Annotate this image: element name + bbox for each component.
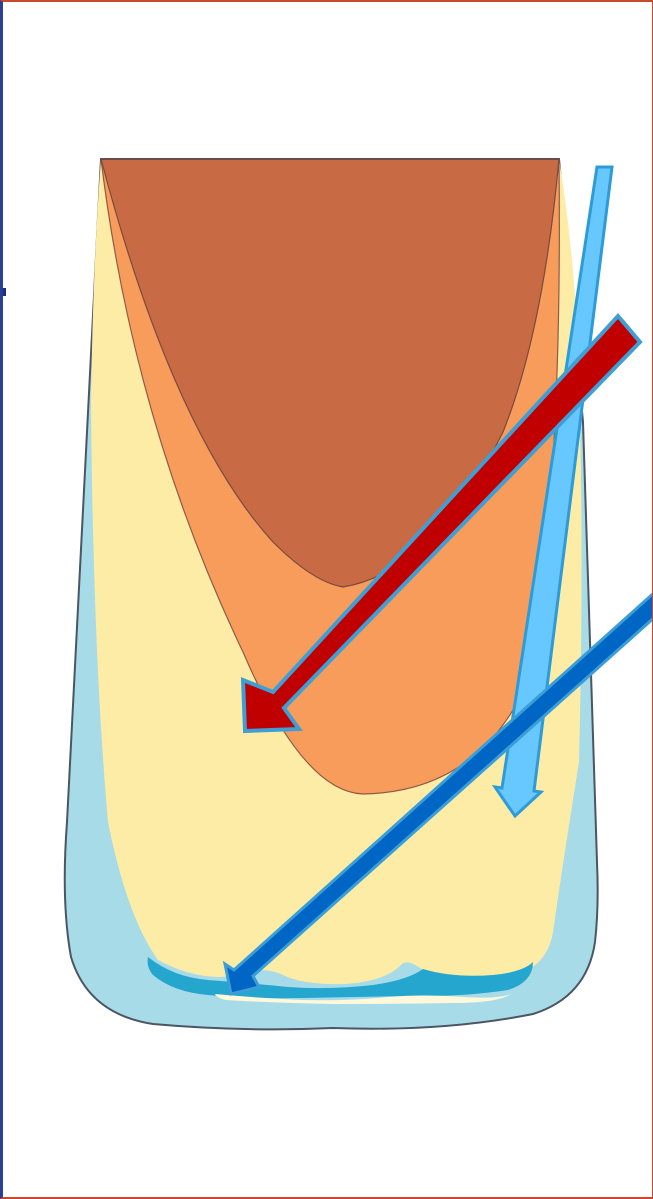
layered-diagram [3, 2, 653, 1199]
